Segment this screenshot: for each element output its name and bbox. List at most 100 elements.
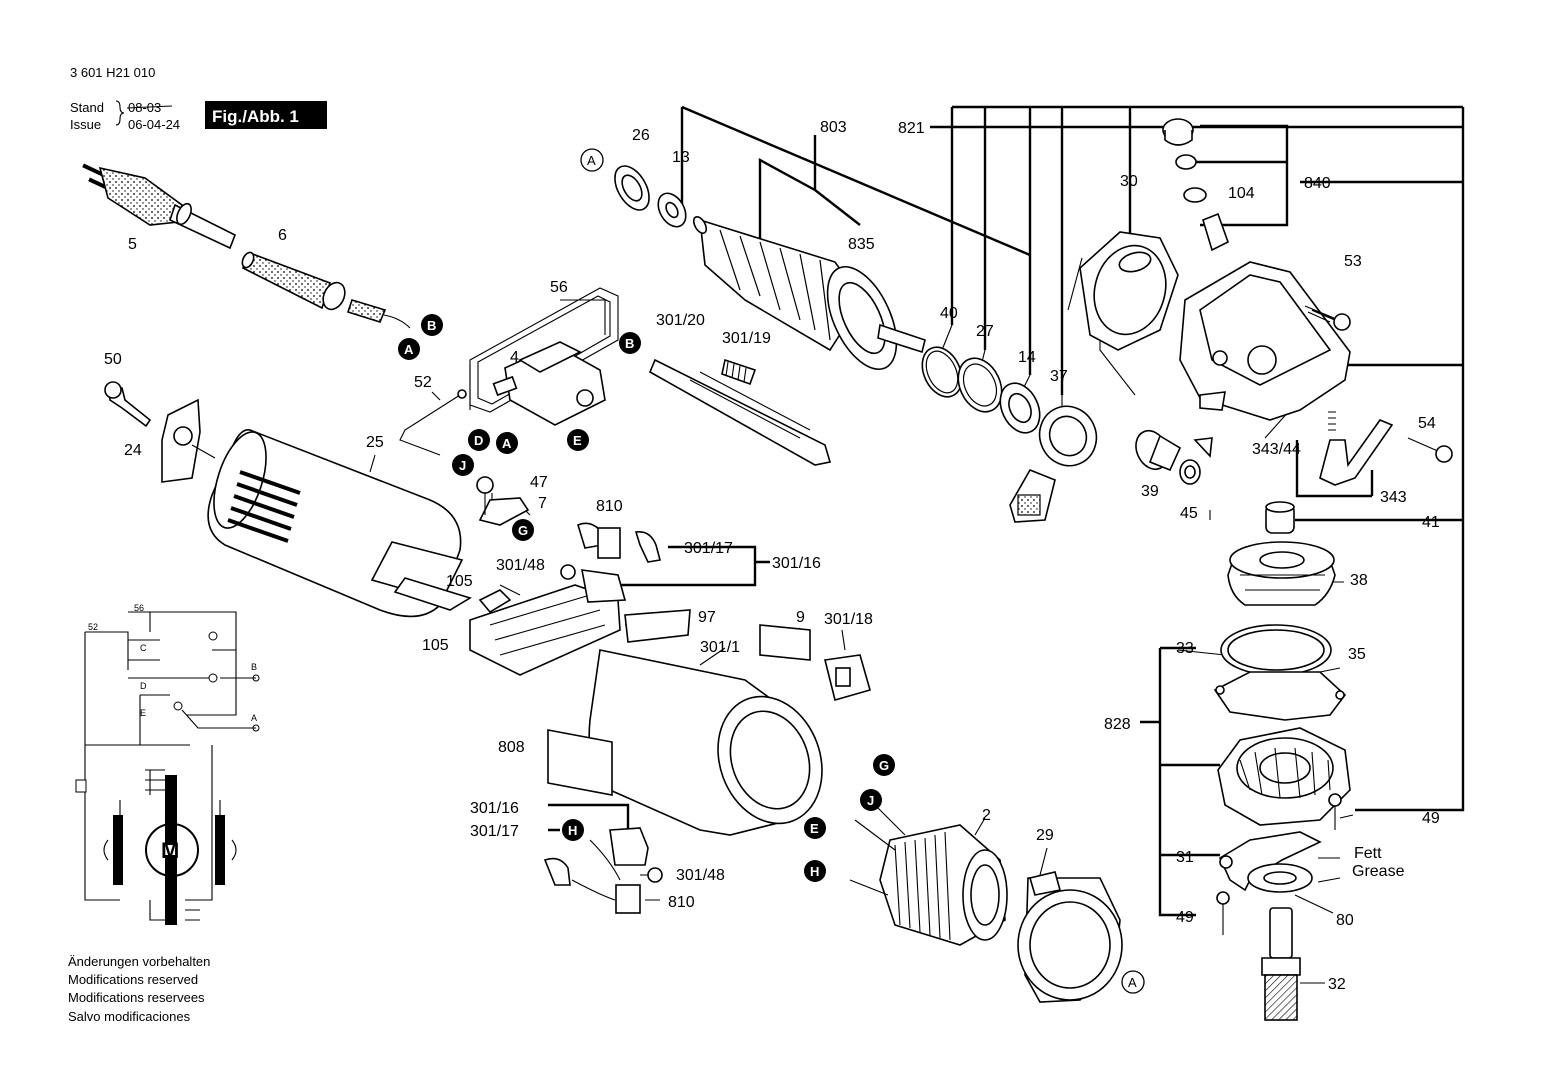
- pinion: [1135, 429, 1213, 485]
- footer-line: Modifications reservees: [68, 990, 205, 1005]
- spindle: [1261, 907, 1301, 1021]
- wiring-label: 56: [134, 603, 144, 613]
- switch-rod: [648, 358, 832, 466]
- marker-label: B: [625, 336, 634, 351]
- part-label: 810: [668, 894, 695, 911]
- footer-line: Änderungen vorbehalten: [68, 954, 210, 969]
- part-label: 301/1: [700, 639, 740, 656]
- motor-symbol: M: [161, 838, 179, 863]
- part-label: 54: [1418, 415, 1436, 432]
- part-label: 105: [422, 637, 449, 654]
- marker-label: H: [568, 823, 577, 838]
- screws: [1304, 305, 1453, 463]
- part-label: 24: [124, 442, 142, 459]
- gear-head: [1162, 118, 1351, 421]
- marker-label: G: [518, 523, 528, 538]
- part-label: 26: [632, 127, 650, 144]
- marker-label: D: [474, 433, 483, 448]
- part-label: 52: [414, 374, 432, 391]
- brush-parts-top: [476, 476, 661, 580]
- part-label: 821: [898, 120, 925, 137]
- marker-label: E: [573, 433, 582, 448]
- marker-label: A: [404, 342, 414, 357]
- part-label: 47: [530, 474, 548, 491]
- part-label: 301/17: [684, 540, 733, 557]
- bevel-gear: [1227, 501, 1336, 606]
- part-label: 41: [1422, 514, 1440, 531]
- air-guide: [1017, 871, 1123, 1003]
- part-label: 301/18: [824, 611, 873, 628]
- part-label: 49: [1176, 909, 1194, 926]
- part-label: 835: [848, 236, 875, 253]
- part-label: 39: [1141, 483, 1159, 500]
- part-label: 53: [1344, 253, 1362, 270]
- part-label: 33: [1176, 640, 1194, 657]
- part-label: 35: [1348, 646, 1366, 663]
- part-labels: 2 4 5 6 7 9 13 14 24 25 26 27 29 30 31 3…: [104, 119, 1440, 993]
- part-label: 343: [1380, 489, 1407, 506]
- part-label: 301/16: [470, 800, 519, 817]
- part-label: 7: [538, 495, 547, 512]
- part-label: 97: [698, 609, 716, 626]
- part-label: 50: [104, 351, 122, 368]
- part-label: 27: [976, 323, 994, 340]
- marker-label: J: [867, 793, 874, 808]
- header: 3 601 H21 010 Stand Issue 08-03 06-04-24…: [70, 65, 327, 132]
- marker-label: J: [459, 458, 466, 473]
- marker-label: G: [879, 758, 889, 773]
- part-label: 38: [1350, 572, 1368, 589]
- power-cord: [82, 163, 237, 250]
- figure-badge: [205, 101, 327, 129]
- part-label: 25: [366, 434, 384, 451]
- spindle-lock: [1319, 411, 1394, 486]
- doc-number: 3 601 H21 010: [70, 65, 155, 80]
- marker-label: A: [502, 436, 512, 451]
- protection-guard-bracket: [1079, 231, 1179, 351]
- part-label: 45: [1180, 505, 1198, 522]
- part-label: 40: [940, 305, 958, 322]
- connection-markers: A A B A B D A E J G H G J E H: [398, 148, 1145, 994]
- wiring-label: C: [140, 643, 147, 653]
- switch-assembly: [399, 287, 619, 456]
- part-label: 49: [1422, 810, 1440, 827]
- part-label: 301/16: [772, 555, 821, 572]
- footer-line: Modifications reserved: [68, 972, 198, 987]
- marker-label: B: [427, 318, 436, 333]
- marker-a-outline: [580, 148, 604, 172]
- part-label: 29: [1036, 827, 1054, 844]
- motor-housing-front: [547, 609, 871, 836]
- brush-parts-bottom: [543, 827, 663, 914]
- figure-label: Fig./Abb. 1: [212, 107, 299, 126]
- part-label: 13: [672, 149, 690, 166]
- part-label: 803: [820, 119, 847, 136]
- part-label: 343/44: [1252, 441, 1301, 458]
- part-label: 4: [510, 349, 519, 366]
- footer-notes: Änderungen vorbehalten Modifications res…: [68, 954, 210, 1024]
- part-label: 104: [1228, 185, 1255, 202]
- issue-date: 06-04-24: [128, 117, 180, 132]
- wiring-diagram: [75, 611, 260, 925]
- wiring-label: 52: [88, 622, 98, 632]
- part-label: 80: [1336, 912, 1354, 929]
- motor-housing: [207, 429, 472, 618]
- part-label: 30: [1120, 173, 1138, 190]
- part-label: 808: [498, 739, 525, 756]
- bracket-lines: [369, 105, 1465, 984]
- wiring-label: D: [140, 681, 147, 691]
- bearings-rings: [921, 346, 1098, 523]
- part-label: 32: [1328, 976, 1346, 993]
- part-label: 5: [128, 236, 137, 253]
- part-label: 810: [596, 498, 623, 515]
- wiring-label: B: [251, 662, 257, 672]
- part-label: 9: [796, 609, 805, 626]
- part-label: 301/48: [496, 557, 545, 574]
- stand-label: Stand: [70, 100, 104, 115]
- grease-label-en: Grease: [1352, 863, 1405, 880]
- grease-label-de: Fett: [1354, 845, 1382, 862]
- marker-label: H: [810, 864, 819, 879]
- part-label: 14: [1018, 349, 1036, 366]
- part-label: 301/17: [470, 823, 519, 840]
- bearing-flange: [1217, 727, 1351, 830]
- cable-clamp: [104, 381, 216, 483]
- issue-label: Issue: [70, 117, 101, 132]
